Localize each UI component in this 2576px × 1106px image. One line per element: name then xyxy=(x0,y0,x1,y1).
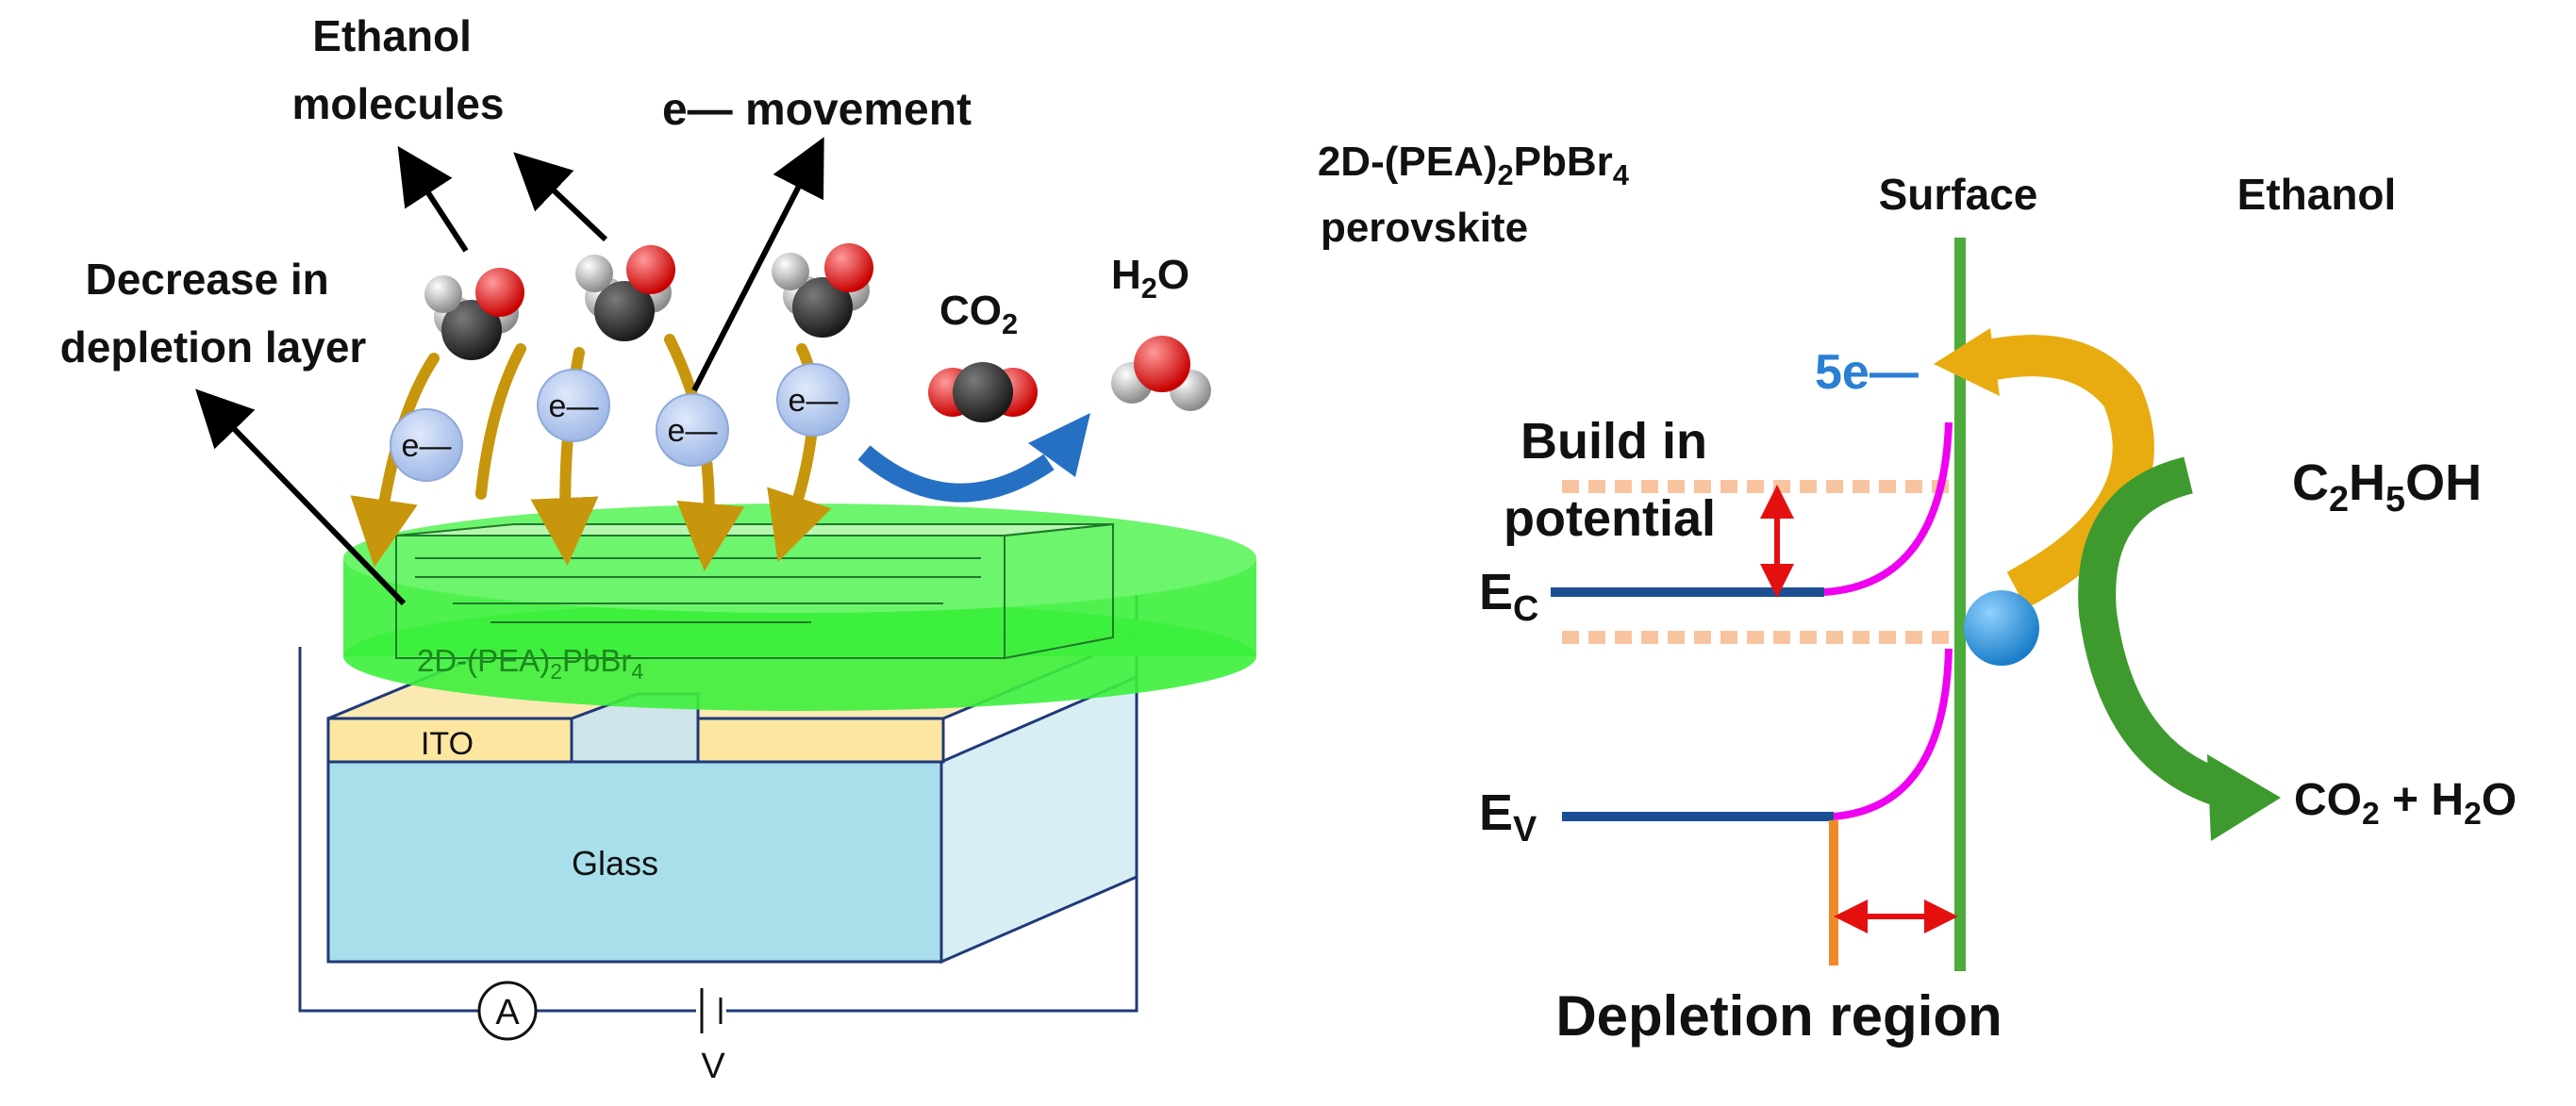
electron-2: e— xyxy=(537,369,610,442)
voltage-label: V xyxy=(701,1047,725,1086)
ethanol-label: Ethanol xyxy=(2237,170,2397,219)
ethanol-molecules-label: Ethanol molecules xyxy=(292,11,505,128)
right-band-diagram-panel: 2D-(PEA)2PbBr4 perovskite Surface Ethano… xyxy=(1318,139,2517,1048)
ethanol-molecule-3 xyxy=(772,243,873,338)
battery-icon xyxy=(700,988,723,1033)
oxidation-reaction-arrow xyxy=(2078,456,2281,841)
svg-text:e—: e— xyxy=(402,428,452,464)
electrons-label: 5e— xyxy=(1815,345,1919,400)
build-in-potential-guides xyxy=(1562,480,1956,644)
glass-substrate: Glass xyxy=(326,674,1138,965)
glass-label: Glass xyxy=(572,844,658,883)
svg-text:e—: e— xyxy=(789,383,839,419)
ethanol-molecule-1 xyxy=(424,268,524,360)
co2-molecule xyxy=(928,362,1038,422)
build-in-potential-label: Build in potential xyxy=(1504,413,1721,547)
ito-label: ITO xyxy=(421,726,474,762)
h2o-label: H2O xyxy=(1111,252,1189,305)
ammeter-icon: A xyxy=(477,981,538,1041)
perovskite-layer: 2D-(PEA)2PbBr4 xyxy=(343,503,1256,711)
adsorption-site-icon xyxy=(1964,590,2039,666)
depletion-region-label: Depletion region xyxy=(1555,984,2002,1048)
co2-label: CO2 xyxy=(939,288,1018,340)
electron-movement-label: e— movement xyxy=(662,85,972,135)
perovskite-layer-label: 2D-(PEA)2PbBr4 xyxy=(417,643,643,684)
ethanol-formula-label: C2H5OH xyxy=(2292,454,2482,520)
svg-text:e—: e— xyxy=(668,413,718,449)
product-release-arrow xyxy=(857,413,1090,503)
pointer-arrows xyxy=(195,137,824,606)
electron-3: e— xyxy=(656,393,729,467)
material-label: 2D-(PEA)2PbBr4 perovskite xyxy=(1318,139,1640,251)
surface-label: Surface xyxy=(1879,170,2038,219)
electron-4: e— xyxy=(776,363,850,437)
svg-text:A: A xyxy=(495,993,520,1032)
products-label: CO2 + H2O xyxy=(2294,775,2517,832)
svg-text:e—: e— xyxy=(549,388,599,424)
h2o-molecule xyxy=(1111,336,1211,411)
left-device-panel: A V Glass ITO xyxy=(60,11,1256,1086)
valence-band xyxy=(1562,648,1953,821)
conduction-band-label: EC xyxy=(1479,564,1538,629)
valence-band-label: EV xyxy=(1479,784,1537,850)
ethanol-molecule-2 xyxy=(575,245,675,341)
depletion-decrease-label: Decrease in depletion layer xyxy=(60,255,367,371)
electron-1: e— xyxy=(390,408,463,482)
